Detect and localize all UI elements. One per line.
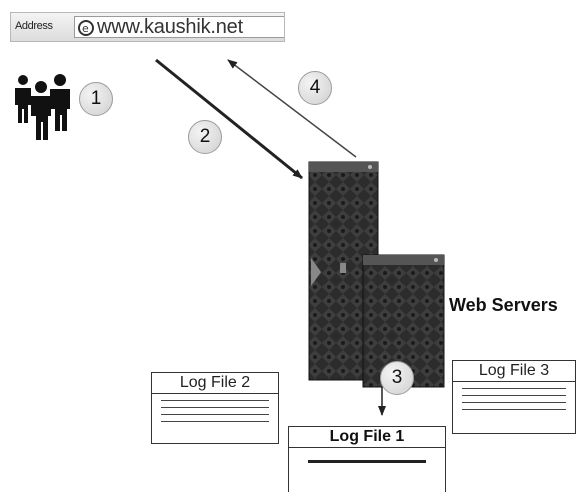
step-2-callout: 2: [188, 120, 222, 154]
url-text: www.kaushik.net: [97, 16, 243, 38]
step-1-callout: 1: [79, 82, 113, 116]
log-file-3-title: Log File 3: [453, 361, 575, 382]
address-label: Address: [15, 20, 53, 32]
log-file-icon: [453, 382, 575, 422]
log-file-icon: [152, 394, 278, 434]
url-field[interactable]: e www.kaushik.net: [74, 16, 284, 38]
svg-text:e: e: [82, 22, 89, 35]
log-file-icon: [289, 448, 445, 475]
log-file-3: Log File 3: [452, 360, 576, 434]
browser-icon: e: [78, 20, 94, 36]
web-servers-label: Web Servers: [449, 295, 558, 315]
response-arrow: [227, 59, 357, 158]
users-icon: [15, 74, 70, 140]
step-3-callout: 3: [380, 361, 414, 395]
log-file-1-title: Log File 1: [289, 427, 445, 448]
request-arrow: [155, 58, 303, 180]
log-file-2: Log File 2: [151, 372, 279, 444]
log-file-1: Log File 1: [288, 426, 446, 492]
server-tower-icon: [362, 254, 445, 388]
log-file-2-title: Log File 2: [152, 373, 278, 394]
step-4-callout: 4: [298, 71, 332, 105]
browser-address-bar: Address e www.kaushik.net: [10, 12, 285, 42]
